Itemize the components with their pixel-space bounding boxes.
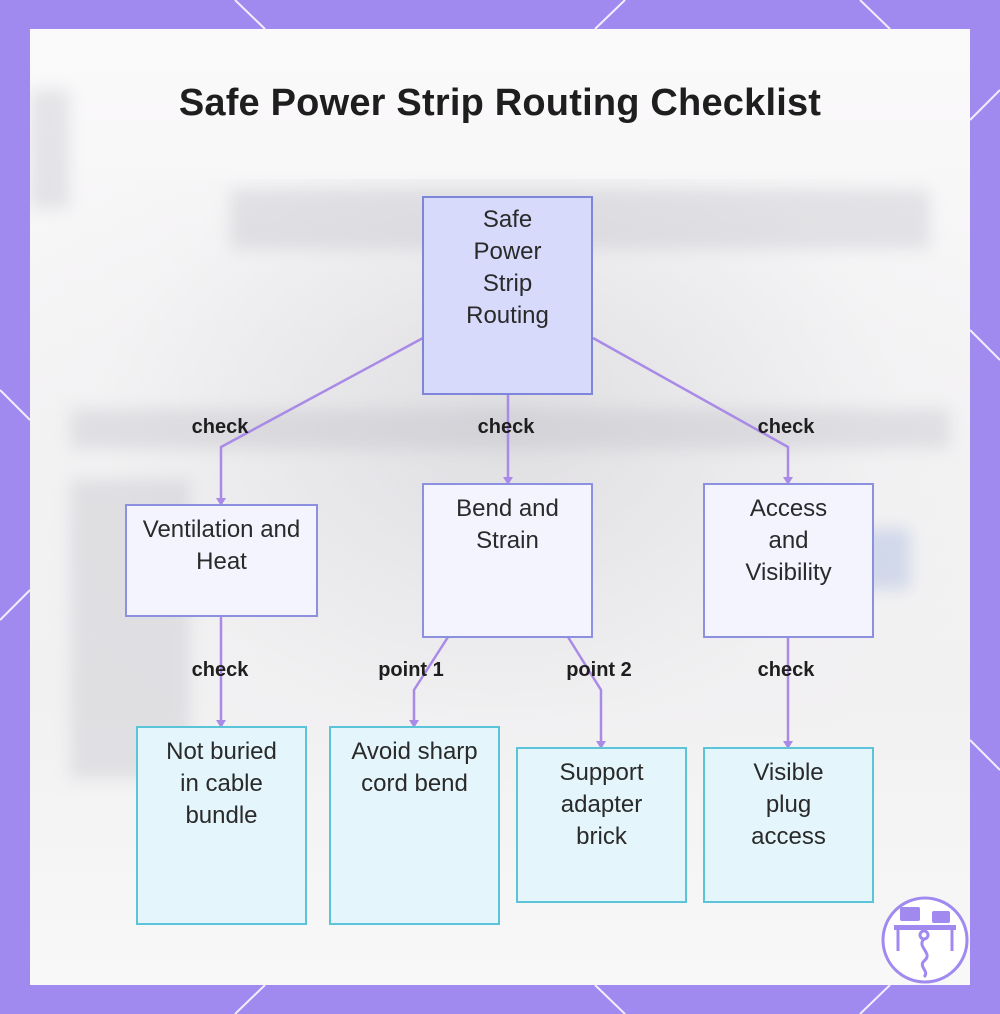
arrowhead — [216, 720, 226, 728]
node-ventilation-label: Ventilation and Heat — [142, 516, 301, 575]
arrowhead — [596, 741, 606, 749]
edge-root-access — [592, 336, 790, 483]
edge-label-bend-support: point 2 — [566, 659, 632, 681]
node-not-buried: Not buried in cable bundle — [136, 726, 307, 925]
node-support-label: Support adapter brick — [559, 759, 644, 850]
background-shape — [30, 89, 70, 209]
node-visible: Visible plug access — [703, 747, 874, 903]
node-root: Safe Power Strip Routing — [422, 196, 593, 395]
arrowhead — [216, 498, 226, 506]
node-avoid-bend-label: Avoid sharp cord bend — [351, 738, 478, 797]
node-ventilation: Ventilation and Heat — [125, 504, 318, 617]
node-avoid-bend: Avoid sharp cord bend — [329, 726, 500, 925]
diagram-title: Safe Power Strip Routing Checklist — [178, 82, 822, 124]
edge-label-root-ventilation: check — [191, 416, 249, 438]
node-access: Access and Visibility — [703, 483, 874, 638]
edge-bend-avoid — [412, 636, 450, 726]
node-root-label: Safe Power Strip Routing — [466, 206, 549, 329]
node-access-label: Access and Visibility — [745, 495, 832, 586]
arrowhead — [503, 477, 513, 485]
edge-label-bend-avoid: point 1 — [378, 659, 444, 681]
edge-label-root-bend: check — [477, 416, 535, 438]
edge-label-access-visible: check — [757, 659, 815, 681]
edge-root-ventilation — [219, 336, 424, 504]
edge-bend-support — [566, 636, 603, 747]
node-not-buried-label: Not buried in cable bundle — [166, 738, 277, 829]
node-bend: Bend and Strain — [422, 483, 593, 638]
node-visible-label: Visible plug access — [751, 759, 826, 850]
edge-label-ventilation-not-buried: check — [191, 659, 249, 681]
arrowhead — [783, 477, 793, 485]
workspace-logo-icon — [881, 896, 969, 984]
background-shape — [70, 409, 950, 449]
node-bend-label: Bend and Strain — [456, 495, 559, 554]
arrowhead — [409, 720, 419, 728]
arrowhead — [783, 741, 793, 749]
edge-label-root-access: check — [757, 416, 815, 438]
node-support: Support adapter brick — [516, 747, 687, 903]
